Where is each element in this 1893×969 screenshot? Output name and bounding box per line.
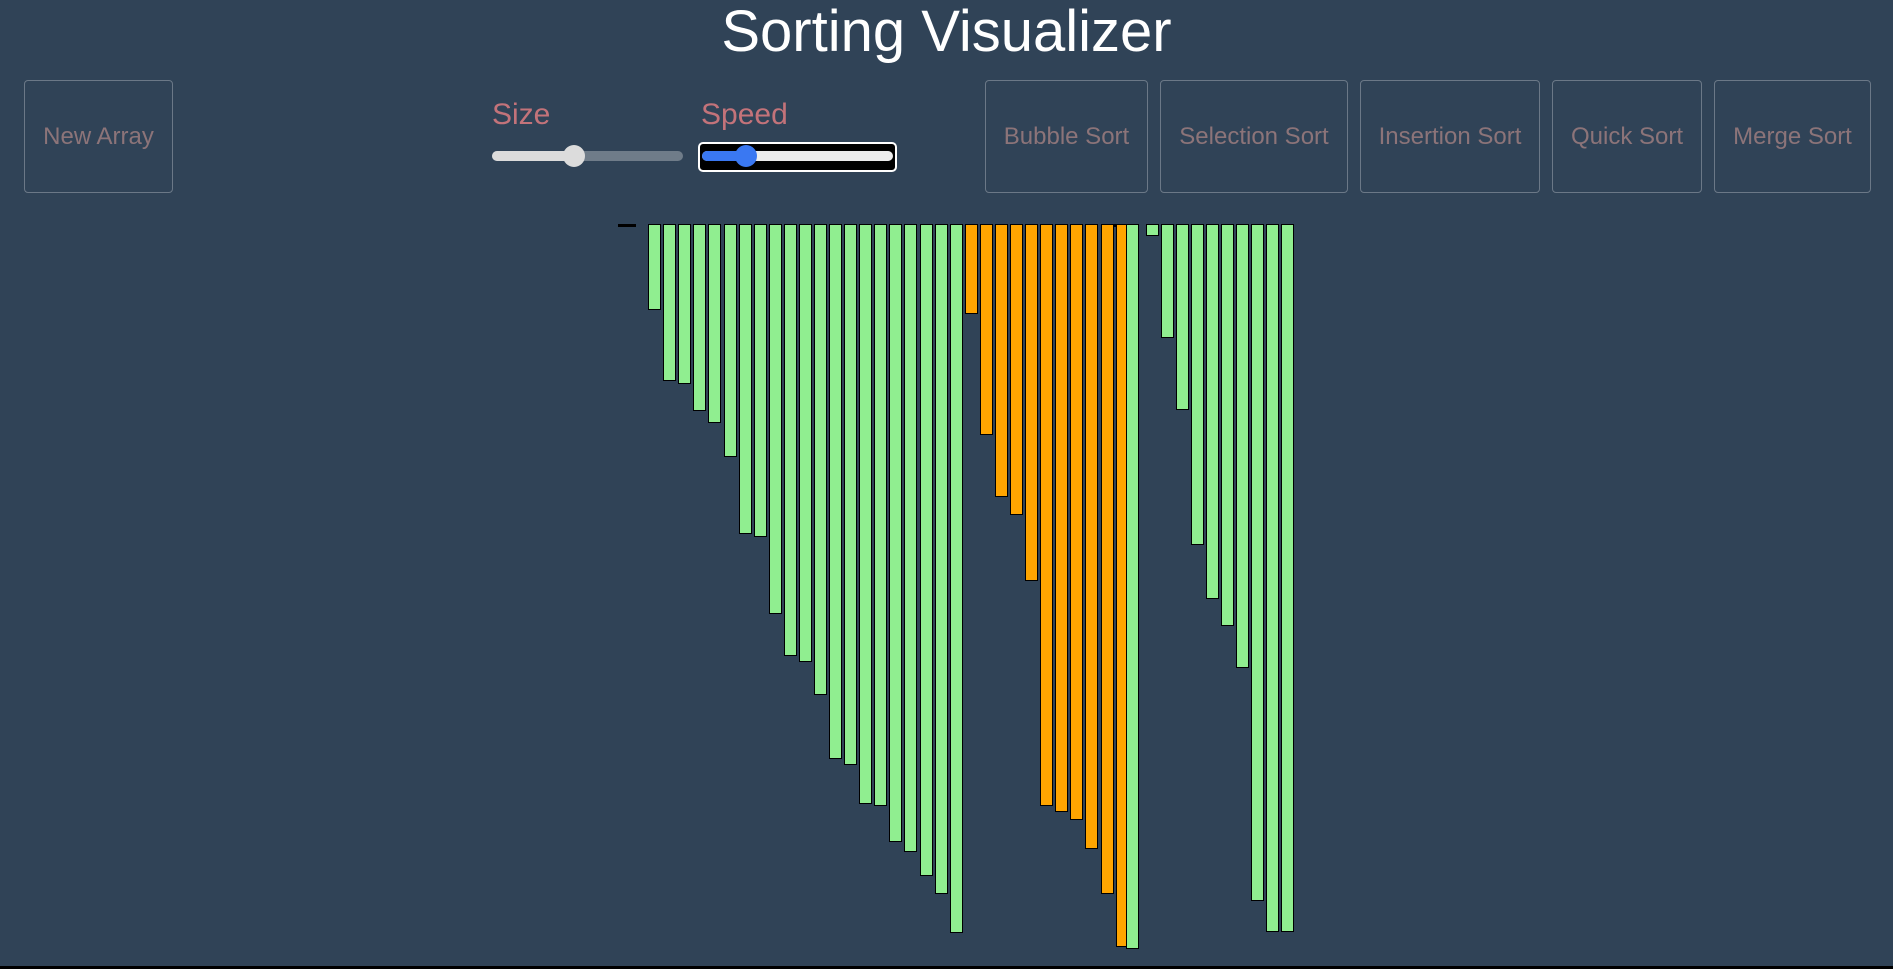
array-bar bbox=[723, 224, 737, 457]
array-bar bbox=[1145, 224, 1159, 236]
array-bar bbox=[829, 224, 842, 759]
quick-sort-button[interactable]: Quick Sort bbox=[1552, 80, 1702, 193]
array-bar bbox=[1160, 224, 1174, 338]
array-bar bbox=[1266, 224, 1280, 932]
array-bar bbox=[768, 224, 782, 614]
array-bar bbox=[1125, 224, 1139, 949]
size-slider-track bbox=[492, 151, 683, 161]
array-bar bbox=[934, 224, 948, 894]
bars-baseline-mid bbox=[1110, 224, 1130, 227]
array-bar bbox=[1010, 224, 1023, 515]
array-bar bbox=[949, 224, 963, 933]
array-bar bbox=[889, 224, 903, 842]
array-bar bbox=[1055, 224, 1069, 812]
new-array-button[interactable]: New Array bbox=[24, 80, 173, 193]
array-bar bbox=[964, 224, 978, 314]
array-bar bbox=[1025, 224, 1039, 581]
array-bar bbox=[1040, 224, 1054, 806]
size-slider-thumb[interactable] bbox=[563, 145, 585, 167]
speed-slider-track bbox=[702, 151, 893, 161]
array-bar bbox=[1085, 224, 1099, 849]
bars-baseline-left bbox=[618, 224, 636, 227]
array-bar bbox=[874, 224, 888, 806]
array-bar bbox=[798, 224, 812, 662]
insertion-sort-button[interactable]: Insertion Sort bbox=[1360, 80, 1540, 193]
array-bar bbox=[919, 224, 933, 876]
array-bar bbox=[1070, 224, 1084, 820]
array-bar bbox=[1115, 224, 1129, 947]
array-bar bbox=[1175, 224, 1189, 410]
array-bar bbox=[708, 224, 722, 423]
array-bar bbox=[904, 224, 918, 852]
array-bar bbox=[1206, 224, 1219, 599]
array-bar bbox=[648, 224, 662, 310]
array-bar bbox=[783, 224, 797, 656]
array-bar bbox=[693, 224, 707, 411]
array-bar bbox=[814, 224, 827, 695]
array-bar bbox=[1221, 224, 1235, 626]
array-bar bbox=[844, 224, 858, 765]
speed-slider-thumb[interactable] bbox=[735, 145, 757, 167]
array-bar bbox=[1281, 224, 1295, 932]
array-bar bbox=[1236, 224, 1250, 668]
array-bar bbox=[678, 224, 692, 384]
array-bar bbox=[1191, 224, 1204, 545]
size-slider-fill bbox=[492, 151, 574, 161]
speed-label: Speed bbox=[701, 98, 788, 131]
speed-slider-fill bbox=[702, 151, 746, 161]
array-bar bbox=[979, 224, 993, 435]
size-label: Size bbox=[492, 98, 551, 131]
selection-sort-button[interactable]: Selection Sort bbox=[1160, 80, 1348, 193]
array-bar bbox=[1100, 224, 1114, 894]
array-bar bbox=[738, 224, 752, 534]
array-bar bbox=[859, 224, 873, 804]
bottom-border bbox=[0, 966, 1893, 969]
bubble-sort-button[interactable]: Bubble Sort bbox=[985, 80, 1148, 193]
merge-sort-button[interactable]: Merge Sort bbox=[1714, 80, 1871, 193]
page-title: Sorting Visualizer bbox=[721, 0, 1172, 64]
array-bar bbox=[753, 224, 767, 537]
array-bar bbox=[1251, 224, 1265, 901]
array-bar bbox=[994, 224, 1008, 497]
array-bar bbox=[663, 224, 677, 381]
